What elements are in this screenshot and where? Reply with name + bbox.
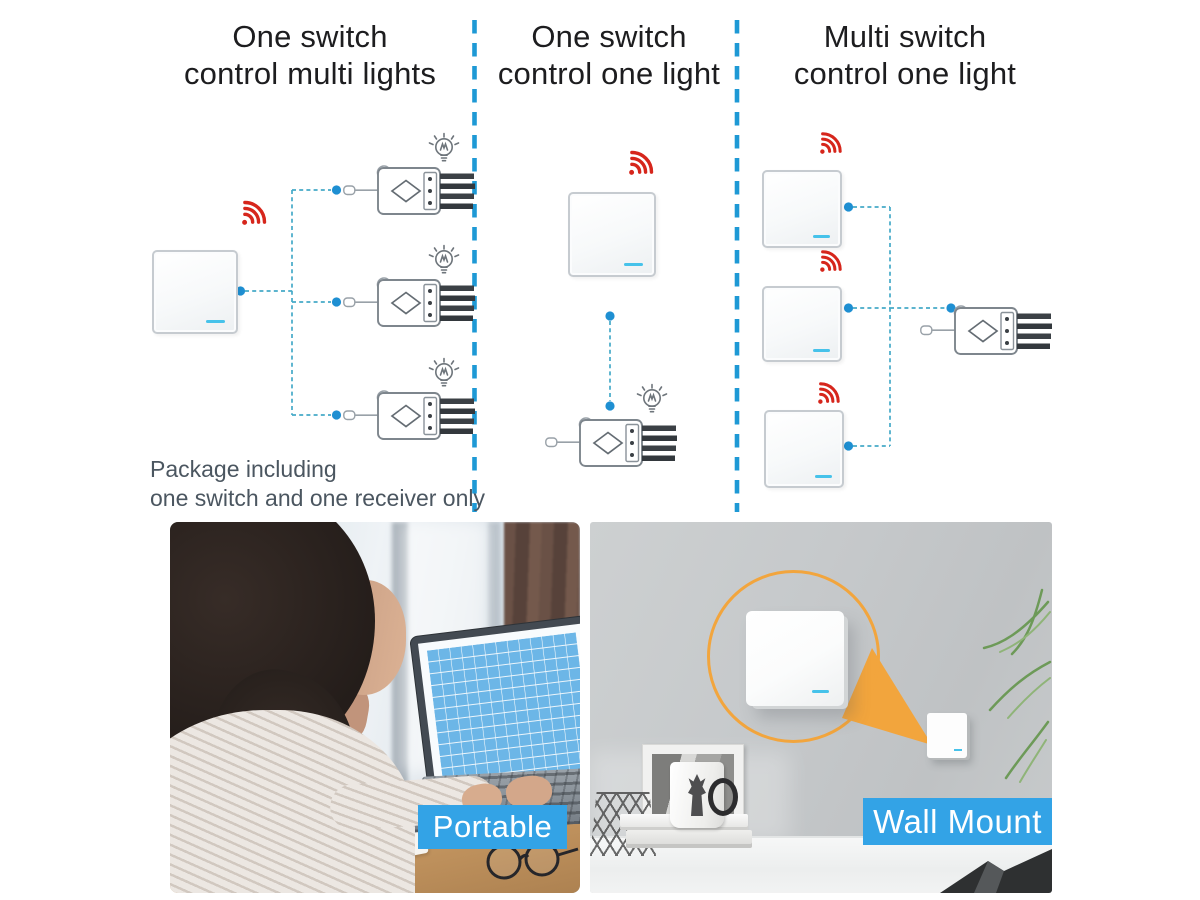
light-bulb-icon [426,357,462,397]
column3-title-line2: control one light [793,56,1017,91]
wall-mounted-switch [927,713,967,758]
col1-switch [152,250,238,334]
light-bulb-icon [426,132,462,172]
col3-switch-1 [762,170,842,248]
wifi-signal-icon [620,146,658,184]
connector-overlay [235,20,956,512]
zoom-callout-circle [707,570,880,743]
column1-title: One switch control multi lights [130,18,490,92]
plant-leaves [982,588,1052,783]
wifi-signal-icon [233,196,271,234]
app-icon-grid [426,632,580,792]
column2-title-line1: One switch [531,19,687,54]
wifi-signal-icon [812,128,846,162]
col3-switch-2 [762,286,842,362]
column2-title-line2: control one light [497,56,721,91]
switch-led-indicator [812,689,829,693]
package-note: Package including one switch and one rec… [150,455,485,513]
col2-switch [568,192,656,277]
col3-switch-3 [764,410,844,488]
package-note-line2: one switch and one receiver only [150,485,485,511]
portable-badge: Portable [418,805,567,849]
column1-title-line1: One switch [232,19,388,54]
column2-title: One switch control one light [478,18,740,92]
diagram-section: One switch control multi lights One swit… [130,18,1200,513]
chair-corner [940,849,1052,893]
col1-receiver-lines [292,189,331,416]
switch-led-indicator [812,234,831,238]
switch-led-indicator [206,320,226,324]
light-bulb-icon [426,244,462,284]
portable-usage-photo: Portable [170,522,580,893]
book [626,830,752,848]
wall-mount-badge: Wall Mount [863,798,1052,845]
switch-led-indicator [814,474,833,478]
column3-title: Multi switch control one light [748,18,1062,92]
magnified-switch [746,611,844,706]
column-separators [472,20,740,512]
column3-title-line1: Multi switch [823,19,987,54]
mug-handle [708,778,738,816]
deer-mug [670,762,738,828]
wifi-signal-icon [810,378,844,412]
package-note-line1: Package including [150,456,337,482]
wifi-signal-icon [812,246,846,280]
light-bulb-icon [634,383,670,423]
connector-dots [235,185,956,451]
switch-led-indicator [623,263,644,267]
connector-lines [245,189,946,447]
deer-graphic [688,774,706,816]
col3-switch-lines [853,206,890,447]
switch-led-indicator [954,749,962,751]
column1-title-line2: control multi lights [183,56,437,91]
col3-receiver [920,300,1052,362]
switch-led-indicator [812,349,831,353]
wall-mount-photo: Wall Mount [590,522,1052,893]
